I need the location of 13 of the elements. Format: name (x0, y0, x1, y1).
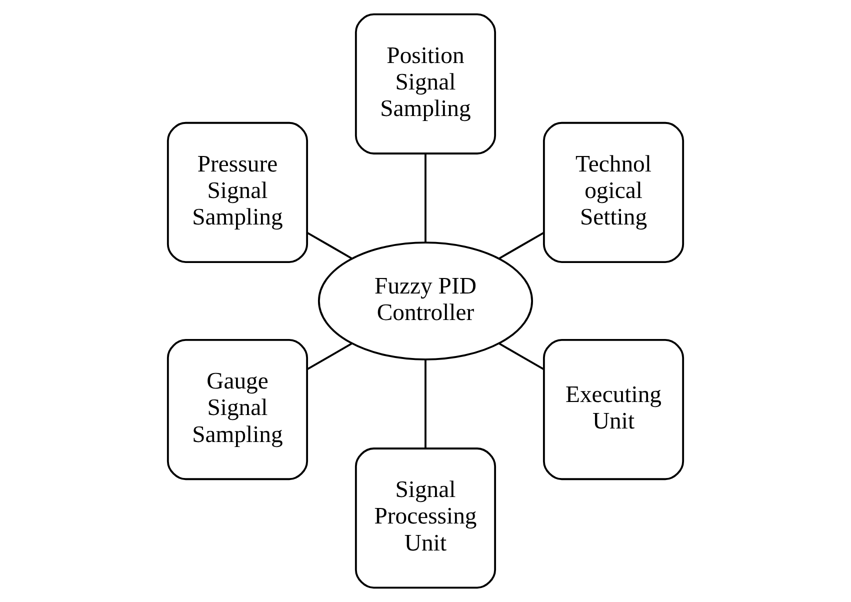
connector (424, 154, 426, 242)
node-box: Pressure Signal Sampling (166, 122, 308, 263)
connector (306, 232, 352, 260)
connector (306, 342, 352, 370)
node-box: Technol ogical Setting (542, 122, 684, 263)
node-box: Signal Processing Unit (354, 448, 496, 589)
connector (424, 360, 426, 448)
node-box: Position Signal Sampling (354, 13, 496, 154)
connector (498, 342, 544, 370)
node-box: Executing Unit (542, 339, 684, 480)
connector (498, 232, 544, 260)
node-ellipse: Fuzzy PID Controller (318, 242, 534, 360)
node-box: Gauge Signal Sampling (166, 339, 308, 480)
